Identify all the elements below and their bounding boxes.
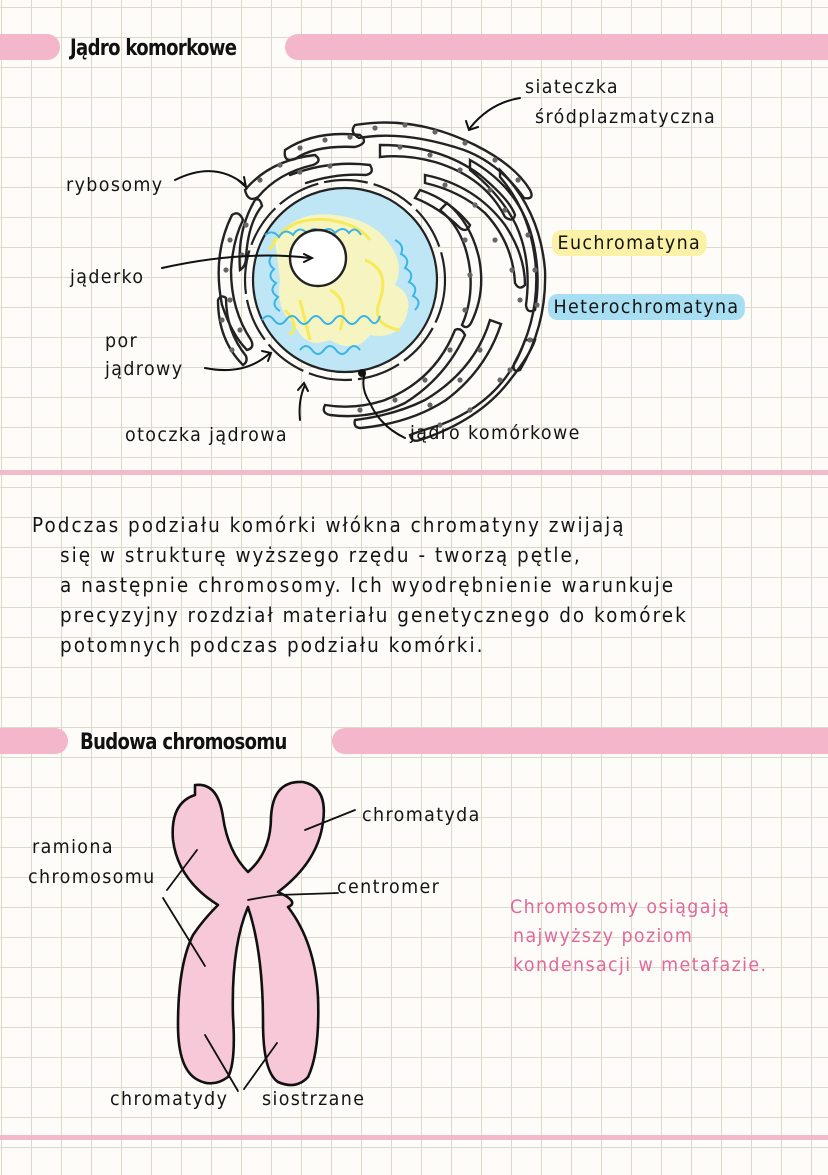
paragraph-line-1: Podczas podziału komórki włókna chromaty…: [32, 513, 626, 537]
paragraph-line-5: potomnych podczas podziału komórki.: [60, 633, 485, 657]
section-title-nucleus: Jądro komorkowe: [70, 36, 237, 61]
legend-euchromatin: Euchromatyna: [552, 230, 707, 256]
label-arms-line1: ramiona: [32, 836, 114, 858]
nucleus-diagram: [161, 97, 547, 443]
ribosome-dots: [219, 122, 540, 428]
heterochromatin-strands: [261, 228, 420, 355]
label-er-line1: siateczka: [525, 76, 620, 98]
paragraph-line-4: precyzyjny rozdział materiału genetyczne…: [60, 603, 688, 627]
label-er-line2: śródplazmatyczna: [535, 106, 717, 128]
label-envelope: otoczka jądrowa: [125, 424, 288, 446]
title-band-left-2: [0, 728, 68, 754]
legend-heterochromatin-label: Heterochromatyna: [548, 294, 746, 320]
legend-heterochromatin: Heterochromatyna: [548, 294, 746, 320]
label-nucleolus: jąderko: [70, 266, 145, 288]
pointer-lines: [161, 97, 521, 439]
label-ribosomes: rybosomy: [66, 174, 164, 196]
title-band-left: [0, 34, 60, 60]
nucleolus: [288, 228, 348, 288]
note-line-2: najwyższy poziom: [513, 925, 694, 947]
chromosome-shape: [171, 780, 326, 1087]
note-line-3: kondensacji w metafazie.: [513, 954, 768, 976]
note-line-1: Chromosomy osiągają: [510, 896, 731, 918]
label-pore-line1: por: [105, 330, 139, 352]
paragraph-line-2: się w strukturę wyższego rzędu - tworzą …: [60, 543, 582, 567]
legend-euchromatin-label: Euchromatyna: [552, 230, 707, 256]
label-arms-line2: chromosomu: [28, 866, 156, 888]
section-divider-2: [0, 1135, 828, 1140]
label-sister-1: chromatydy: [110, 1088, 229, 1110]
section-title-chromosome: Budowa chromosomu: [80, 730, 287, 755]
label-pore-line2: jądrowy: [105, 358, 184, 380]
label-centromere: centromer: [337, 876, 441, 898]
euchromatin-strands: [268, 217, 401, 341]
section-divider-1: [0, 470, 828, 475]
label-sister-2: siostrzane: [262, 1088, 366, 1110]
paragraph-line-3: a następnie chromosomy. Ich wyodrębnieni…: [60, 573, 676, 597]
nuclear-envelope-outer: [243, 178, 447, 382]
title-band-right-2: [332, 728, 828, 754]
chromosome-pointers: [162, 809, 356, 1092]
title-band-right: [285, 34, 828, 60]
label-chromatid: chromatyda: [362, 804, 481, 826]
er-membranes: [216, 121, 547, 443]
label-nucleus: jądro komórkowe: [410, 422, 581, 444]
